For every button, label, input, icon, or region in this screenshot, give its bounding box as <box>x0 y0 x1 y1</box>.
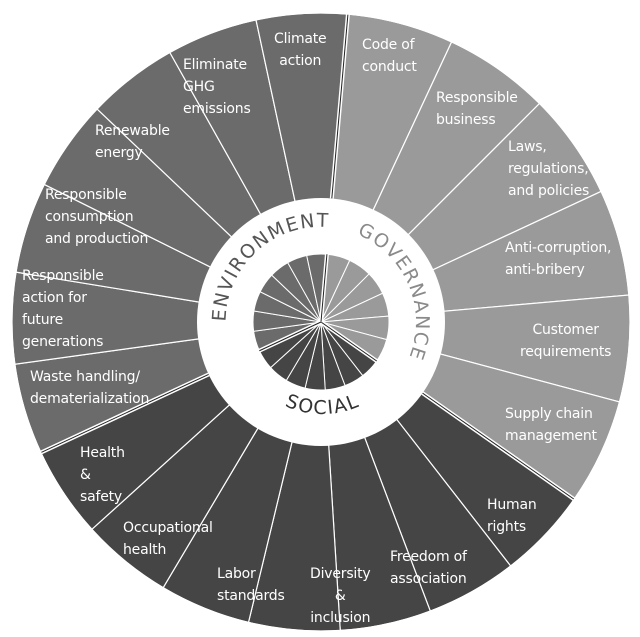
item-label-line: health <box>123 542 167 558</box>
item-label-governance: Laws, regulations, and policies <box>508 136 589 202</box>
item-label-line: Responsible <box>45 187 127 203</box>
item-label-social: Freedom of association <box>390 546 467 590</box>
item-label-line: Diversity <box>310 566 371 582</box>
category-divider <box>320 254 328 323</box>
item-label-social: Labor standards <box>217 563 285 607</box>
item-label-social: Human rights <box>487 494 537 538</box>
item-label-line: anti-bribery <box>505 262 585 278</box>
category-divider <box>320 321 377 362</box>
item-label-line: Human <box>487 497 537 513</box>
item-label-social: Diversity & inclusion <box>310 563 371 629</box>
item-label-line: action <box>279 53 322 69</box>
item-label-line: Customer <box>532 322 599 338</box>
item-label-social: Health & safety <box>80 442 125 508</box>
item-label-environment: Renewable energy <box>95 120 170 164</box>
item-label-line: inclusion <box>310 610 371 626</box>
item-label-line: & <box>334 588 346 604</box>
item-label-environment: Responsible action for future generations <box>22 265 104 353</box>
item-label-governance: Responsible business <box>436 87 518 131</box>
item-label-line: management <box>505 428 597 444</box>
item-label-social: Occupational health <box>123 517 213 561</box>
item-label-line: Code of <box>362 37 415 53</box>
item-label-line: GHG <box>183 79 215 95</box>
category-divider <box>40 373 209 454</box>
item-label-line: Labor <box>217 566 256 582</box>
item-label-line: future <box>22 312 64 328</box>
item-label-line: requirements <box>520 344 612 360</box>
category-divider <box>331 14 349 199</box>
item-label-line: standards <box>217 588 285 604</box>
item-label-line: Climate <box>274 31 327 47</box>
item-label-line: Eliminate <box>183 57 247 73</box>
item-label-line: emissions <box>183 101 251 117</box>
item-label-line: safety <box>80 489 122 505</box>
item-label-line: dematerialization <box>30 391 150 407</box>
item-label-environment: Climate action <box>274 28 327 72</box>
item-label-line: regulations, <box>508 161 589 177</box>
item-label-line: Health <box>80 445 125 461</box>
item-label-line: conduct <box>362 59 417 75</box>
item-label-line: and production <box>45 231 149 247</box>
item-label-line: Freedom of <box>390 549 467 565</box>
item-label-line: Laws, <box>508 139 547 155</box>
item-label-line: association <box>390 571 467 587</box>
item-label-line: Waste handling/ <box>30 369 140 385</box>
item-label-governance: Anti-corruption, anti-bribery <box>505 237 611 281</box>
item-label-line: Occupational <box>123 520 213 536</box>
item-label-line: Anti-corruption, <box>505 240 612 256</box>
item-label-line: Responsible <box>436 90 518 106</box>
item-label-line: & <box>80 467 91 483</box>
item-label-line: energy <box>95 145 143 161</box>
item-label-line: consumption <box>45 209 134 225</box>
item-label-line: business <box>436 112 496 128</box>
item-label-environment: Waste handling/dematerialization <box>30 366 149 410</box>
item-label-governance: Code of conduct <box>362 34 417 78</box>
item-label-line: Responsible <box>22 268 104 284</box>
item-label-line: action for <box>22 290 87 306</box>
item-label-governance: Customer requirements <box>520 319 611 363</box>
item-label-line: and policies <box>508 183 590 199</box>
category-divider <box>259 321 322 352</box>
inner-sector-social <box>258 321 322 369</box>
item-label-line: generations <box>22 334 104 350</box>
item-label-governance: Supply chain management <box>505 403 597 447</box>
category-divider <box>422 392 575 500</box>
item-label-line: rights <box>487 519 526 535</box>
item-label-line: Supply chain <box>505 406 593 422</box>
item-label-line: Renewable <box>95 123 170 139</box>
item-label-environment: Responsible consumption and production <box>45 184 148 250</box>
